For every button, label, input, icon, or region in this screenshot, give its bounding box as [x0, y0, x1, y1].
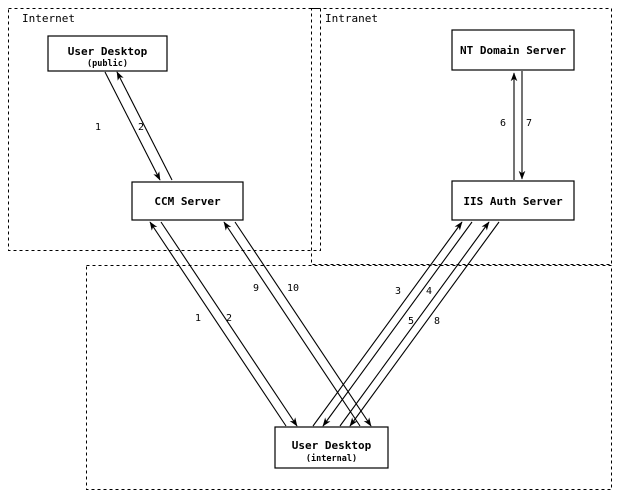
node-title-nt-domain-server: NT Domain Server: [460, 44, 566, 57]
node-subtitle-user-desktop-public: (public): [87, 58, 128, 69]
node-iis-auth-server[interactable]: IIS Auth Server: [451, 180, 575, 221]
connection-1-public-to-ccm: [104, 71, 161, 181]
zone-boundaries: [8, 8, 612, 490]
node-box-user-desktop-public[interactable]: [47, 35, 168, 72]
node-title-ccm-server: CCM Server: [154, 195, 221, 208]
connection-group-public-ccm: [104, 71, 173, 181]
connection-4-iis-to-internal: [322, 221, 473, 427]
node-subtitle-user-desktop-internal: (internal): [306, 453, 357, 464]
zone-internal-box: [86, 265, 612, 490]
node-box-iis-auth-server[interactable]: [451, 180, 575, 221]
connection-2-ccm-to-internal: [160, 221, 298, 427]
node-ccm-server[interactable]: CCM Server: [131, 181, 244, 221]
connection-group-internal-ccm: [149, 221, 372, 427]
step-labels: 1 2 1 2 9 10 3 4 5 8 6 7: [95, 118, 532, 327]
connection-9-internal-to-ccm: [223, 221, 361, 427]
step-label-9: 9: [253, 283, 259, 294]
connection-5-internal-to-iis: [339, 221, 490, 427]
node-box-ccm-server[interactable]: [131, 181, 244, 221]
zone-label-intranet: Intranet: [325, 12, 378, 25]
step-label-6: 6: [500, 118, 506, 129]
node-title-iis-auth-server: IIS Auth Server: [463, 195, 563, 208]
zone-intranet-box: [311, 8, 612, 265]
node-user-desktop-public[interactable]: User Desktop (public): [47, 35, 168, 72]
zone-internet-box: [8, 8, 321, 251]
connection-1-internal-to-ccm: [149, 221, 287, 427]
step-label-7: 7: [526, 118, 532, 129]
connection-group-internal-iis: [312, 221, 500, 427]
step-label-5: 5: [408, 316, 414, 327]
step-label-2-internal: 2: [226, 313, 232, 324]
node-box-nt-domain-server[interactable]: [451, 29, 575, 71]
step-label-3: 3: [395, 286, 401, 297]
node-title-user-desktop-internal: User Desktop: [292, 439, 372, 452]
connection-group-iis-nt: [510, 71, 526, 180]
step-label-4: 4: [426, 286, 432, 297]
connection-8-iis-to-internal: [349, 221, 500, 427]
connection-2-ccm-to-public: [116, 71, 173, 181]
connection-10-ccm-to-internal: [234, 221, 372, 427]
step-label-1-internal: 1: [195, 313, 201, 324]
step-label-2-public: 2: [138, 122, 144, 133]
node-user-desktop-internal[interactable]: User Desktop (internal): [274, 426, 389, 469]
step-label-1-public: 1: [95, 122, 101, 133]
step-label-8: 8: [434, 316, 440, 327]
node-title-user-desktop-public: User Desktop: [68, 45, 148, 58]
zone-label-internet: Internet: [22, 12, 75, 25]
connection-3-internal-to-iis: [312, 221, 463, 427]
node-box-user-desktop-internal[interactable]: [274, 426, 389, 469]
node-nt-domain-server[interactable]: NT Domain Server: [451, 29, 575, 71]
step-label-10: 10: [287, 283, 299, 294]
